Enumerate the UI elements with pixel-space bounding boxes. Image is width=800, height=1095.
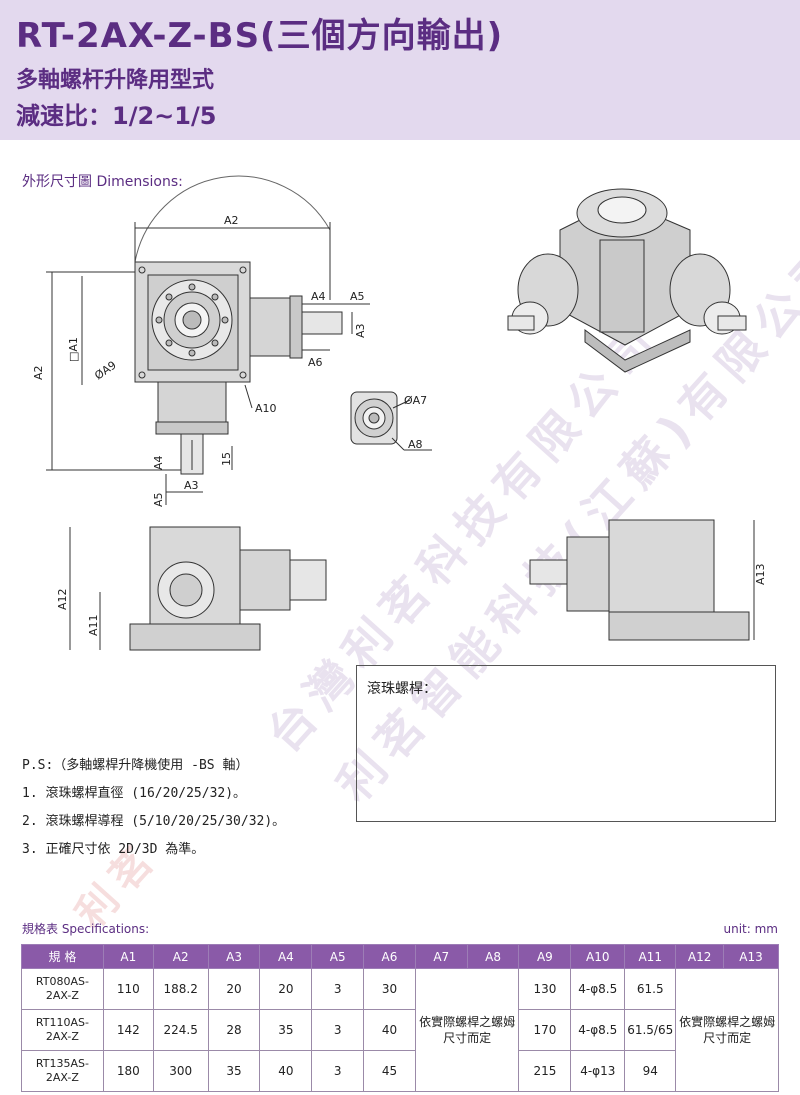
label-a6: A6 bbox=[308, 356, 323, 369]
header-a11: A11 bbox=[624, 944, 677, 969]
label-a10: A10 bbox=[255, 402, 277, 415]
cell-a6: 30 bbox=[363, 968, 416, 1010]
note-ps: P.S:（多軸螺桿升降機使用 -BS 軸） bbox=[22, 758, 249, 773]
cell-a12-a13-merged: 依實際螺桿之螺姆尺寸而定 bbox=[675, 968, 779, 1092]
cell-a10: 4-φ8.5 bbox=[570, 1009, 626, 1051]
page-subtitle: 多軸螺杆升降用型式 bbox=[16, 68, 215, 93]
header-band: RT-2AX-Z-BS(三個方向輸出) 多軸螺杆升降用型式 減速比：1/2~1/… bbox=[0, 0, 800, 140]
label-a2-top: A2 bbox=[224, 214, 239, 227]
label-a2-side: A2 bbox=[32, 365, 45, 380]
header-a7: A7 bbox=[414, 944, 468, 969]
cell-a10: 4-φ8.5 bbox=[570, 968, 626, 1010]
cell-a3: 35 bbox=[207, 1050, 261, 1092]
cell-a9: 215 bbox=[518, 1050, 572, 1092]
cell-a2: 188.2 bbox=[152, 968, 209, 1010]
cell-a2: 224.5 bbox=[152, 1009, 209, 1051]
header-a8: A8 bbox=[466, 944, 520, 969]
cell-a9: 130 bbox=[518, 968, 572, 1010]
header-a5: A5 bbox=[311, 944, 365, 969]
spec-unit: unit: mm bbox=[723, 922, 779, 936]
table-row: RT080AS-2AX-Z 110 188.2 20 20 3 30 依實際螺桿… bbox=[21, 968, 779, 1092]
cell-a4: 20 bbox=[259, 968, 313, 1010]
header-a6: A6 bbox=[363, 944, 416, 969]
page-title: RT-2AX-Z-BS(三個方向輸出) bbox=[16, 16, 504, 56]
label-a8: A8 bbox=[408, 438, 423, 451]
cell-a1: 110 bbox=[102, 968, 154, 1010]
cell-a4: 40 bbox=[259, 1050, 313, 1092]
cell-model: RT110AS-2AX-Z bbox=[21, 1009, 104, 1051]
table-row: RT110AS-2AX-Z 142 224.5 28 35 3 40 170 4… bbox=[21, 1009, 779, 1051]
label-a5-top: A5 bbox=[350, 290, 365, 303]
cell-a9: 170 bbox=[518, 1009, 572, 1051]
label-a11: A11 bbox=[87, 614, 100, 636]
header-a9: A9 bbox=[518, 944, 572, 969]
label-phi-a9: ØA9 bbox=[92, 359, 118, 383]
cell-a4: 35 bbox=[259, 1009, 313, 1051]
cell-a7-a8-merged: 依實際螺桿之螺姆尺寸而定 bbox=[414, 968, 520, 1092]
cell-a5: 3 bbox=[311, 1009, 365, 1051]
table-row: RT135AS-2AX-Z 180 300 35 40 3 45 215 4-φ… bbox=[21, 1050, 779, 1092]
note-3: 3. 正確尺寸依 2D/3D 為準。 bbox=[22, 842, 205, 857]
cell-a3: 20 bbox=[207, 968, 261, 1010]
cell-a5: 3 bbox=[311, 968, 365, 1010]
header-a10: A10 bbox=[570, 944, 626, 969]
cell-a6: 40 bbox=[363, 1009, 416, 1051]
label-a13: A13 bbox=[754, 563, 767, 585]
spec-header-row: 規 格 A1 A2 A3 A4 A5 A6 A7 A8 A9 A10 A11 A… bbox=[21, 944, 779, 969]
cell-a1: 142 bbox=[102, 1009, 154, 1051]
cell-a5: 3 bbox=[311, 1050, 365, 1092]
label-a3-bottom: A3 bbox=[184, 479, 199, 492]
label-a5-bottom: A5 bbox=[152, 492, 165, 507]
label-fifteen: 15 bbox=[220, 452, 233, 466]
spec-table: 規 格 A1 A2 A3 A4 A5 A6 A7 A8 A9 A10 A11 A… bbox=[21, 944, 779, 1092]
label-a1: □A1 bbox=[67, 337, 80, 362]
ballscrew-panel: 滾珠螺桿： bbox=[356, 665, 776, 822]
header-a3: A3 bbox=[207, 944, 261, 969]
spec-label: 規格表 Specifications: bbox=[22, 922, 150, 936]
header-a12: A12 bbox=[675, 944, 725, 969]
cell-a2: 300 bbox=[152, 1050, 209, 1092]
notes-block: P.S:（多軸螺桿升降機使用 -BS 軸） 1. 滾珠螺桿直徑 (16/20/2… bbox=[22, 752, 285, 864]
header-a1: A1 bbox=[102, 944, 154, 969]
header-model: 規 格 bbox=[21, 944, 104, 969]
note-2: 2. 滾珠螺桿導程 (5/10/20/25/30/32)。 bbox=[22, 814, 286, 829]
cell-a3: 28 bbox=[207, 1009, 261, 1051]
label-a3-top: A3 bbox=[354, 323, 367, 338]
header-a13: A13 bbox=[723, 944, 779, 969]
label-a12: A12 bbox=[56, 588, 69, 610]
header-a2: A2 bbox=[152, 944, 209, 969]
note-1: 1. 滾珠螺桿直徑 (16/20/25/32)。 bbox=[22, 786, 247, 801]
dimensions-label: 外形尺寸圖 Dimensions: bbox=[22, 174, 183, 190]
cell-a10: 4-φ13 bbox=[570, 1050, 626, 1092]
cell-a1: 180 bbox=[102, 1050, 154, 1092]
cell-a11: 61.5 bbox=[624, 968, 677, 1010]
technical-drawing: A2 A2 □A1 A4 A5 A3 A6 ØA9 A10 ØA7 A8 A4 … bbox=[32, 175, 767, 651]
label-a4-bottom: A4 bbox=[152, 455, 165, 470]
label-a4-top: A4 bbox=[311, 290, 326, 303]
cell-a11: 94 bbox=[624, 1050, 677, 1092]
cell-a6: 45 bbox=[363, 1050, 416, 1092]
header-a4: A4 bbox=[259, 944, 313, 969]
cell-model: RT135AS-2AX-Z bbox=[21, 1050, 104, 1092]
cell-a11: 61.5/65 bbox=[624, 1009, 677, 1051]
reduction-ratio: 減速比：1/2~1/5 bbox=[16, 102, 217, 130]
ballscrew-title: 滾珠螺桿： bbox=[367, 681, 437, 697]
cell-model: RT080AS-2AX-Z bbox=[21, 968, 104, 1010]
label-phi-a7: ØA7 bbox=[404, 394, 427, 407]
